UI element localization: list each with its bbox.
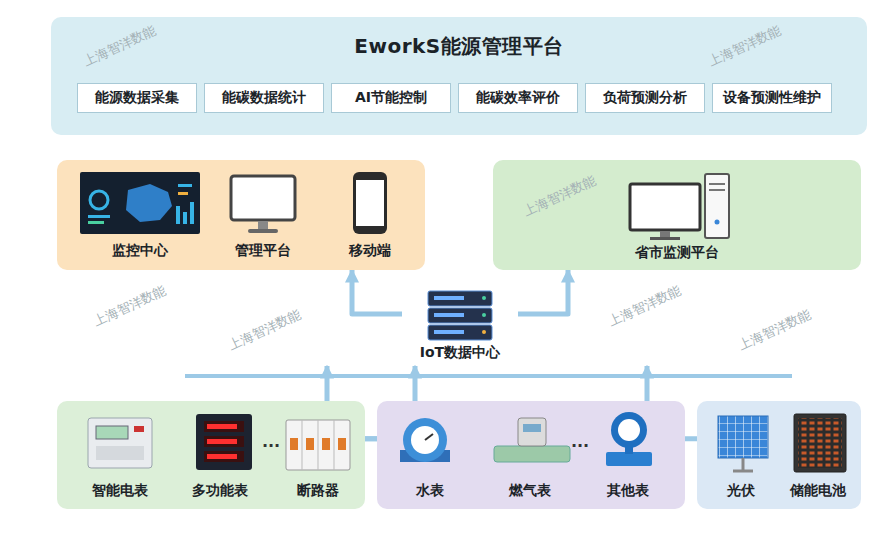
- watermark: 上海智洋数能: [91, 282, 169, 331]
- node-label: 水表: [416, 482, 444, 500]
- platform-panel: 省市监测平台: [493, 160, 861, 270]
- device-item: 移动端: [330, 168, 410, 264]
- device-item: IoT数据中心: [402, 286, 518, 366]
- data-bus: [185, 374, 792, 378]
- server-icon-part: [482, 330, 486, 334]
- server-icon-part: [428, 325, 492, 340]
- node-label: 负荷预测分析: [603, 89, 687, 107]
- function-box: 能碳数据统计: [204, 83, 324, 113]
- node-label: IoT数据中心: [420, 344, 500, 362]
- device-item: 智能电表: [74, 408, 166, 504]
- server-icon-part: [482, 296, 486, 300]
- node-label: 移动端: [349, 242, 391, 260]
- server-icon-part: [428, 308, 492, 323]
- device-item: 监控中心: [76, 168, 204, 264]
- device-item: 多功能表: [178, 408, 262, 504]
- node-label: 省市监测平台: [635, 244, 719, 262]
- node-label: 断路器: [297, 482, 339, 500]
- function-box: AI节能控制: [331, 83, 451, 113]
- watermark: 上海智洋数能: [226, 306, 304, 355]
- node-label: 储能电池: [790, 482, 846, 500]
- node-label: 智能电表: [92, 482, 148, 500]
- node-label: 燃气表: [509, 482, 551, 500]
- server-icon: [428, 291, 492, 340]
- node-label: 光伏: [727, 482, 755, 500]
- device-item: 管理平台: [220, 168, 306, 264]
- device-item: 其他表: [588, 408, 668, 504]
- server-icon-part: [434, 296, 464, 300]
- node-label: 能碳数据统计: [222, 89, 306, 107]
- node-label: 监控中心: [112, 242, 168, 260]
- function-box: 能碳效率评价: [458, 83, 578, 113]
- function-box: 设备预测性维护: [712, 83, 832, 113]
- server-icon-part: [482, 313, 486, 317]
- server-icon-part: [434, 313, 464, 317]
- watermark: 上海智洋数能: [606, 282, 684, 331]
- group-panel: 水表 燃气表 其他表: [377, 401, 685, 509]
- node-label: 其他表: [607, 482, 649, 500]
- node-label: 管理平台: [235, 242, 291, 260]
- device-item: 燃气表: [488, 408, 572, 504]
- server-icon-part: [428, 291, 492, 306]
- node-label: 设备预测性维护: [723, 89, 821, 107]
- device-item: 断路器: [280, 408, 356, 504]
- group-panel: 监控中心 管理平台 移动端: [57, 160, 425, 270]
- function-box: 能源数据采集: [77, 83, 197, 113]
- node-label: 能碳效率评价: [476, 89, 560, 107]
- group-panel: 智能电表 多功能表 断路器: [57, 401, 365, 509]
- server-icon-part: [434, 330, 464, 334]
- group-panel: 光伏 储能电池: [697, 401, 861, 509]
- ellipsis: ···: [571, 436, 589, 455]
- device-item: 储能电池: [780, 408, 856, 504]
- device-item: 水表: [390, 408, 470, 504]
- device-item: 光伏: [705, 408, 777, 504]
- platform-band: EworkS能源管理平台能源数据采集能碳数据统计AI节能控制能碳效率评价负荷预测…: [51, 17, 867, 135]
- node-label: 能源数据采集: [95, 89, 179, 107]
- node-label: 多功能表: [192, 482, 248, 500]
- node-label: AI节能控制: [355, 89, 427, 107]
- data-flow-arrow: [352, 270, 402, 314]
- watermark: 上海智洋数能: [736, 306, 814, 355]
- function-box: 负荷预测分析: [585, 83, 705, 113]
- data-flow-arrow: [518, 270, 568, 314]
- ellipsis: ···: [262, 436, 280, 455]
